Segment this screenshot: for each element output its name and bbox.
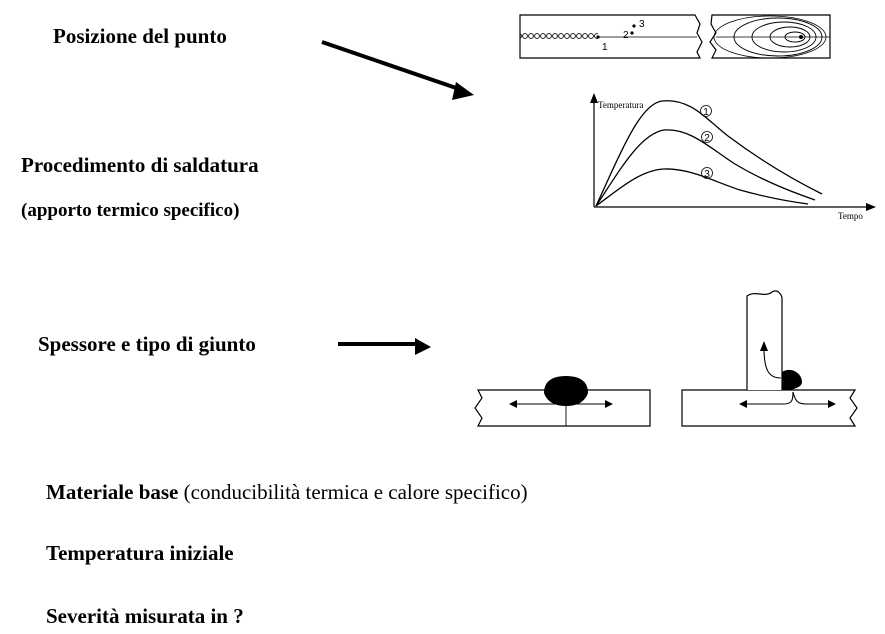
weld-bead (520, 33, 598, 41)
curve-1-label: 1 (703, 107, 709, 118)
label-spessore-giunto: Spessore e tipo di giunto (38, 332, 256, 356)
plate-left: 1 2 3 (519, 14, 703, 59)
point-1-label: 1 (602, 42, 608, 53)
curve-1 (595, 100, 823, 207)
point-2-label: 2 (623, 30, 629, 41)
t-joint (681, 290, 858, 427)
label-materiale-base: Materiale base (conducibilità termica e … (46, 480, 528, 505)
thermal-cycle-graph: Temperatura Tempo 1 2 3 (590, 93, 876, 221)
label-procedimento-saldatura: Procedimento di saldatura (21, 153, 259, 177)
curve-2-label: 2 (704, 133, 710, 144)
materiale-base-bold: Materiale base (46, 480, 179, 504)
y-axis-label: Temperatura (598, 100, 643, 110)
label-posizione-punto: Posizione del punto (53, 24, 227, 48)
curve-3-label: 3 (704, 169, 710, 180)
arrow-posizione (321, 40, 474, 100)
plate-right-isotherms (709, 14, 831, 59)
label-severita: Severità misurata in ? (46, 604, 244, 628)
label-apporto-termico: (apporto termico specifico) (21, 200, 240, 221)
x-axis-label: Tempo (838, 211, 863, 221)
label-temperatura-iniziale: Temperatura iniziale (46, 541, 234, 565)
arrow-spessore (338, 338, 431, 355)
weld-nugget-t (782, 369, 802, 391)
curve-2 (595, 129, 816, 207)
point-3-label: 3 (639, 19, 645, 30)
weld-nugget-butt (544, 376, 588, 406)
materiale-base-detail: (conducibilità termica e calore specific… (178, 480, 528, 504)
butt-joint (474, 376, 651, 427)
